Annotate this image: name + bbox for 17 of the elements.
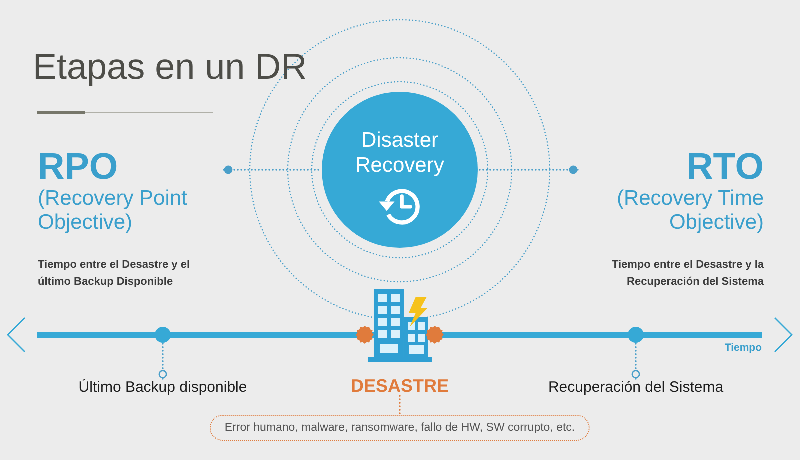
causes-note: Error humano, malware, ransomware, fallo de HW, SW corrupto, etc. <box>210 415 590 441</box>
heading: RTO <box>686 147 764 187</box>
description: Tiempo entre el Desastre y la Recuperación del Sistema <box>610 258 764 290</box>
axis-label: Tiempo <box>724 342 762 355</box>
dotted-connector <box>399 395 401 416</box>
timeline-label: Último Backup disponible <box>78 379 248 397</box>
title: Etapas en un DR <box>33 47 308 87</box>
circle-title: Disaster Recovery <box>354 128 446 178</box>
subtitle: (Recovery Time Objective) <box>616 187 764 235</box>
timeline-label: Recuperación del Sistema <box>548 379 724 397</box>
leader-line <box>158 342 168 380</box>
description: Tiempo entre el Desastre y el último Backup Disponible <box>38 258 192 290</box>
heading: RPO <box>38 147 118 187</box>
event-label: DESASTRE <box>351 376 449 396</box>
subtitle: (Recovery Point Objective) <box>38 187 188 235</box>
leader-line <box>632 342 640 380</box>
dotted-connector <box>477 166 579 174</box>
